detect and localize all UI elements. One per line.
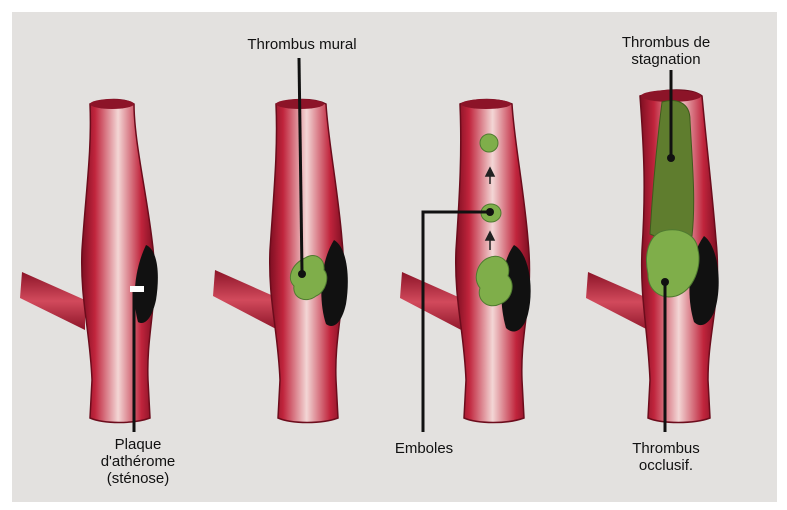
label-plaque-line1: Plaque [78,436,198,453]
embolus-top [480,134,498,152]
label-thrombus-occlusif: Thrombus occlusif. [596,440,736,474]
label-thrombus-occlusif-line1: Thrombus [596,440,736,457]
label-thrombus-stagnation: Thrombus de stagnation [596,34,736,68]
label-thrombus-mural: Thrombus mural [214,36,390,53]
label-thrombus-stagnation-line1: Thrombus de [596,34,736,51]
vessel-1-opening [90,99,134,109]
label-thrombus-mural-text: Thrombus mural [247,36,356,53]
label-plaque-line2: d'athérome [78,453,198,470]
label-emboles-text: Emboles [395,440,453,457]
vessel-2 [213,99,348,423]
vessel-2-branch [213,270,278,330]
label-plaque: Plaque d'athérome (sténose) [78,436,198,487]
vessel-3-opening [461,99,511,109]
label-emboles: Emboles [364,440,484,457]
vessel-1 [20,99,158,423]
vessel-4 [586,90,719,423]
label-thrombus-occlusif-line2: occlusif. [596,457,736,474]
embolus-source [476,256,512,306]
vessel-1-branch [20,272,85,330]
leader-lines [134,58,675,432]
plaque-marker [130,286,144,292]
label-plaque-line3: (sténose) [78,470,198,487]
label-thrombus-stagnation-line2: stagnation [596,51,736,68]
vessel-3-branch [400,272,465,332]
vessel-3 [400,99,531,423]
